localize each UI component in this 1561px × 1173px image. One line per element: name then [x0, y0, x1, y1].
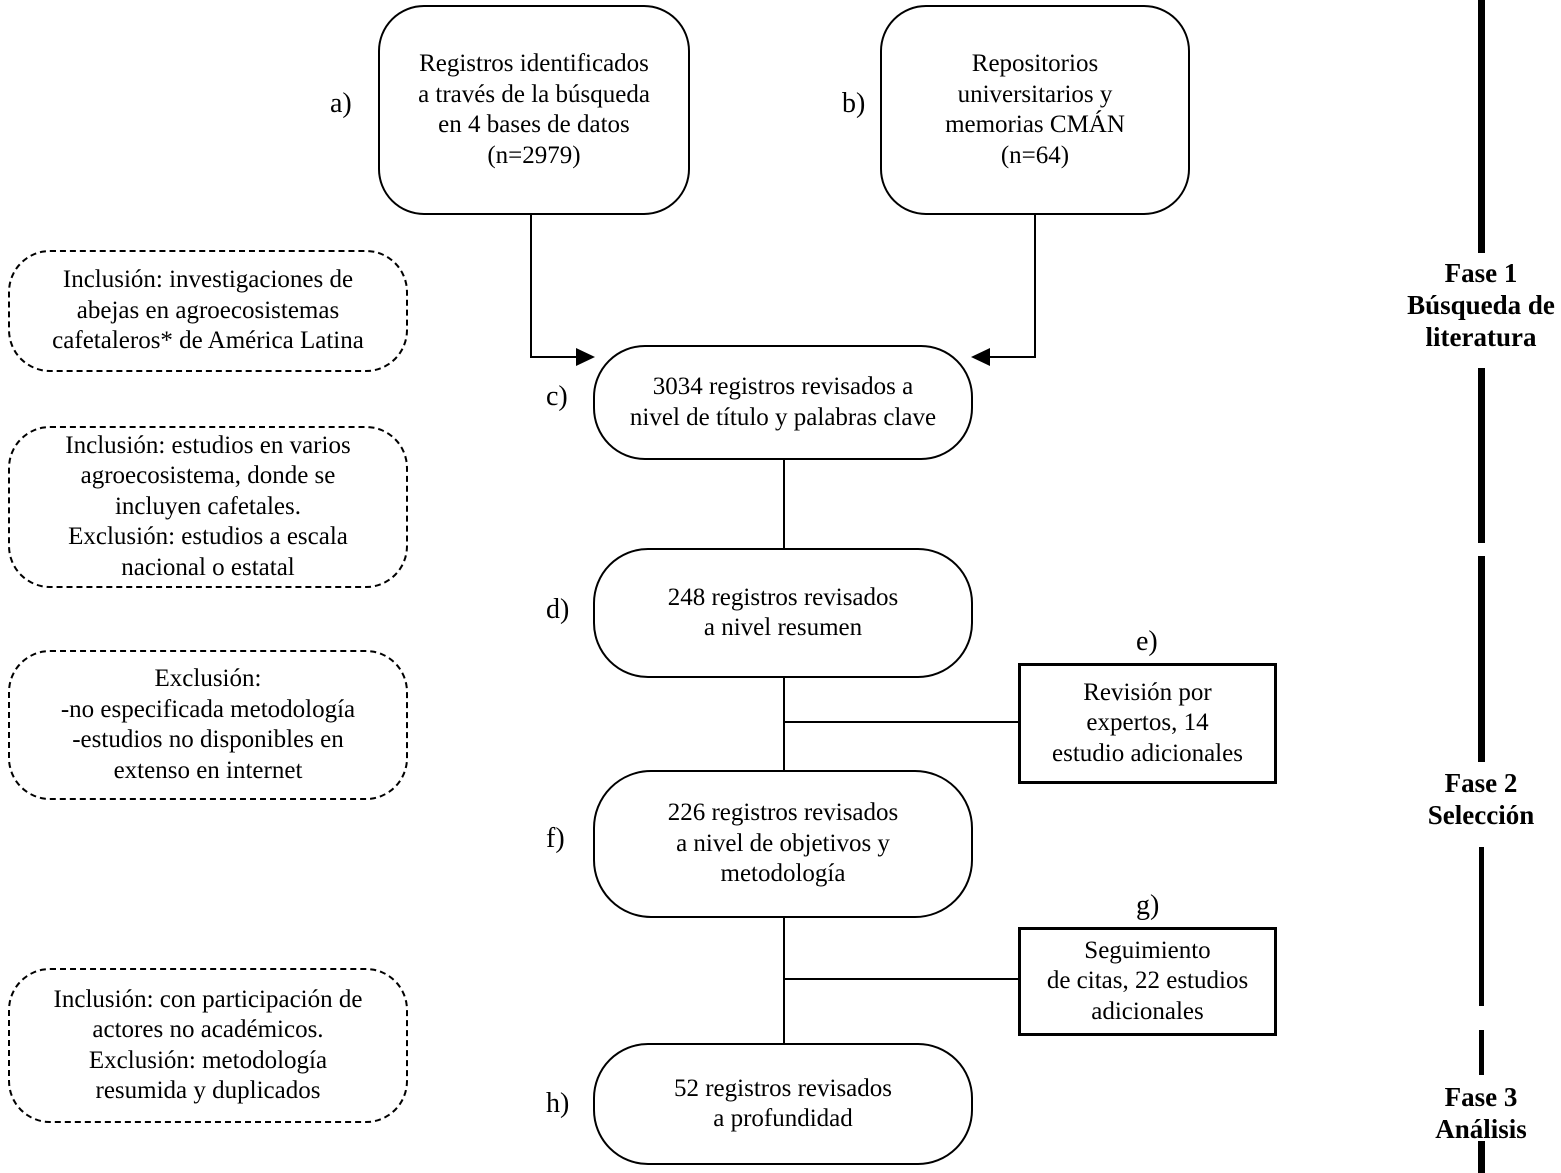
node-e-tag: e)	[1136, 626, 1158, 657]
node-c-registros-revisados-titulo: 3034 registros revisados a nivel de títu…	[593, 345, 973, 460]
node-c-tag: c)	[546, 381, 568, 412]
connector-a-right	[530, 356, 580, 358]
connector-b-down	[1034, 215, 1036, 358]
criteria-inclusion-exclusion-2: Inclusión: estudios en varios agroecosis…	[8, 426, 408, 588]
criteria-inclusion-1: Inclusión: investigaciones de abejas en …	[8, 250, 408, 372]
arrowhead-into-c-left-icon	[576, 348, 595, 366]
phase-rail-segment-5	[1479, 1030, 1484, 1075]
phase-3-label: Fase 3 Análisis	[1435, 1082, 1527, 1144]
node-f-tag: f)	[546, 823, 565, 854]
node-d-tag: d)	[546, 594, 570, 625]
connector-c-to-d	[783, 460, 785, 548]
arrowhead-into-c-right-icon	[971, 348, 990, 366]
connector-d-to-f	[783, 678, 785, 770]
node-b-repositorios: Repositorios universitarios y memorias C…	[880, 5, 1190, 215]
node-g-tag: g)	[1136, 890, 1160, 921]
connector-branch-to-e	[783, 721, 1018, 723]
node-h-registros-profundidad: 52 registros revisados a profundidad	[593, 1043, 973, 1165]
node-a-registros-identificados: Registros identificados a través de la b…	[378, 5, 690, 215]
node-h-tag: h)	[546, 1088, 570, 1119]
phase-1-label: Fase 1 Búsqueda de literatura	[1407, 258, 1555, 352]
connector-f-to-h	[783, 918, 785, 1043]
connector-branch-to-g	[783, 978, 1018, 980]
node-f-registros-revisados-objetivos: 226 registros revisados a nivel de objet…	[593, 770, 973, 918]
node-e-revision-expertos: Revisión por expertos, 14 estudio adicio…	[1018, 663, 1277, 784]
phase-rail-segment-4	[1479, 847, 1484, 1006]
node-a-tag: a)	[330, 88, 352, 119]
phase-2-label: Fase 2 Selección	[1427, 768, 1535, 830]
phase-rail-segment-2	[1478, 368, 1485, 543]
criteria-inclusion-exclusion-4: Inclusión: con participación de actores …	[8, 968, 408, 1123]
node-b-tag: b)	[842, 88, 866, 119]
phase-rail-segment-6	[1478, 1141, 1485, 1173]
criteria-exclusion-3: Exclusión: -no especificada metodología …	[8, 650, 408, 800]
phase-rail-segment-1	[1478, 0, 1485, 253]
node-d-registros-revisados-resumen: 248 registros revisados a nivel resumen	[593, 548, 973, 678]
node-g-seguimiento-citas: Seguimiento de citas, 22 estudios adicio…	[1018, 927, 1277, 1036]
connector-b-left	[990, 356, 1036, 358]
connector-a-down	[530, 215, 532, 358]
phase-rail-segment-3	[1478, 556, 1485, 762]
